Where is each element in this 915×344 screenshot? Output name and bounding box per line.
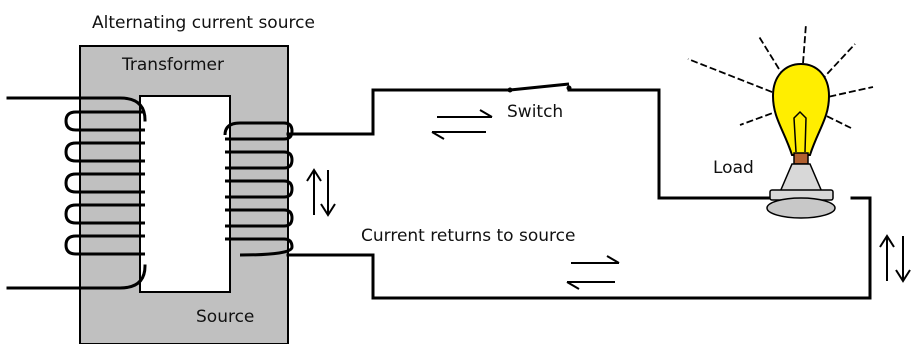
return-path-label: Current returns to source: [361, 226, 575, 246]
load-label: Load: [713, 158, 754, 178]
light-bulb-icon: [687, 23, 874, 219]
primary-winding: [6, 96, 147, 290]
switch: [507, 82, 572, 93]
circuit-wires: [286, 88, 872, 300]
switch-label: Switch: [507, 102, 563, 122]
transformer-core: [79, 45, 289, 344]
current-arrows-vertical-right: [879, 234, 911, 283]
source-label: Source: [196, 307, 254, 327]
diagram-title: Alternating current source: [92, 13, 315, 33]
secondary-winding: [223, 121, 294, 257]
current-arrows-bottom: [566, 255, 620, 290]
current-arrows-vertical-left: [306, 168, 336, 217]
current-arrows-top: [431, 109, 493, 140]
transformer-label: Transformer: [121, 55, 224, 75]
